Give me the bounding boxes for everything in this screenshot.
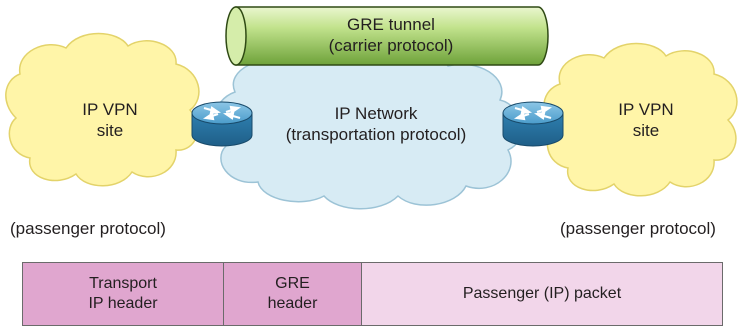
gre-tunnel-subtitle: (carrier protocol) bbox=[328, 36, 454, 55]
ip-vpn-site-right-subtitle: site bbox=[632, 121, 660, 140]
ip-vpn-site-left-subtitle: site bbox=[96, 121, 124, 140]
transport-ip-header-line1: Transport bbox=[89, 275, 157, 292]
passenger-ip-packet-label: Passenger (IP) packet bbox=[462, 285, 622, 302]
passenger-ip-packet-cell: Passenger (IP) packet bbox=[361, 262, 723, 326]
gre-tunnel-title: GRE tunnel bbox=[347, 15, 435, 34]
ip-vpn-site-left-label: IP VPN site bbox=[60, 99, 160, 141]
ip-vpn-site-left-cloud bbox=[5, 32, 200, 187]
gre-tunnel-tube bbox=[225, 6, 549, 66]
router-right-icon bbox=[502, 101, 564, 147]
ip-network-subtitle: (transportation protocol) bbox=[285, 125, 467, 144]
ip-vpn-site-left-title: IP VPN bbox=[82, 100, 138, 119]
ip-vpn-site-right-label: IP VPN site bbox=[596, 99, 696, 141]
passenger-protocol-left-caption: (passenger protocol) bbox=[10, 219, 166, 238]
transport-ip-header-cell: Transport IP header bbox=[22, 262, 224, 326]
passenger-protocol-right-caption: (passenger protocol) bbox=[560, 219, 716, 238]
ip-network-label: IP Network (transportation protocol) bbox=[256, 103, 496, 145]
gre-header-line1: GRE bbox=[275, 275, 310, 292]
gre-tunnel-label: GRE tunnel (carrier protocol) bbox=[246, 14, 536, 56]
transport-ip-header-line2: IP header bbox=[88, 295, 158, 312]
ip-vpn-site-right-cloud bbox=[543, 42, 738, 197]
router-left-icon bbox=[191, 101, 253, 147]
ip-vpn-site-right-title: IP VPN bbox=[618, 100, 674, 119]
gre-header-cell: GRE header bbox=[223, 262, 362, 326]
gre-header-line2: header bbox=[267, 295, 318, 312]
ip-network-title: IP Network bbox=[334, 104, 418, 123]
